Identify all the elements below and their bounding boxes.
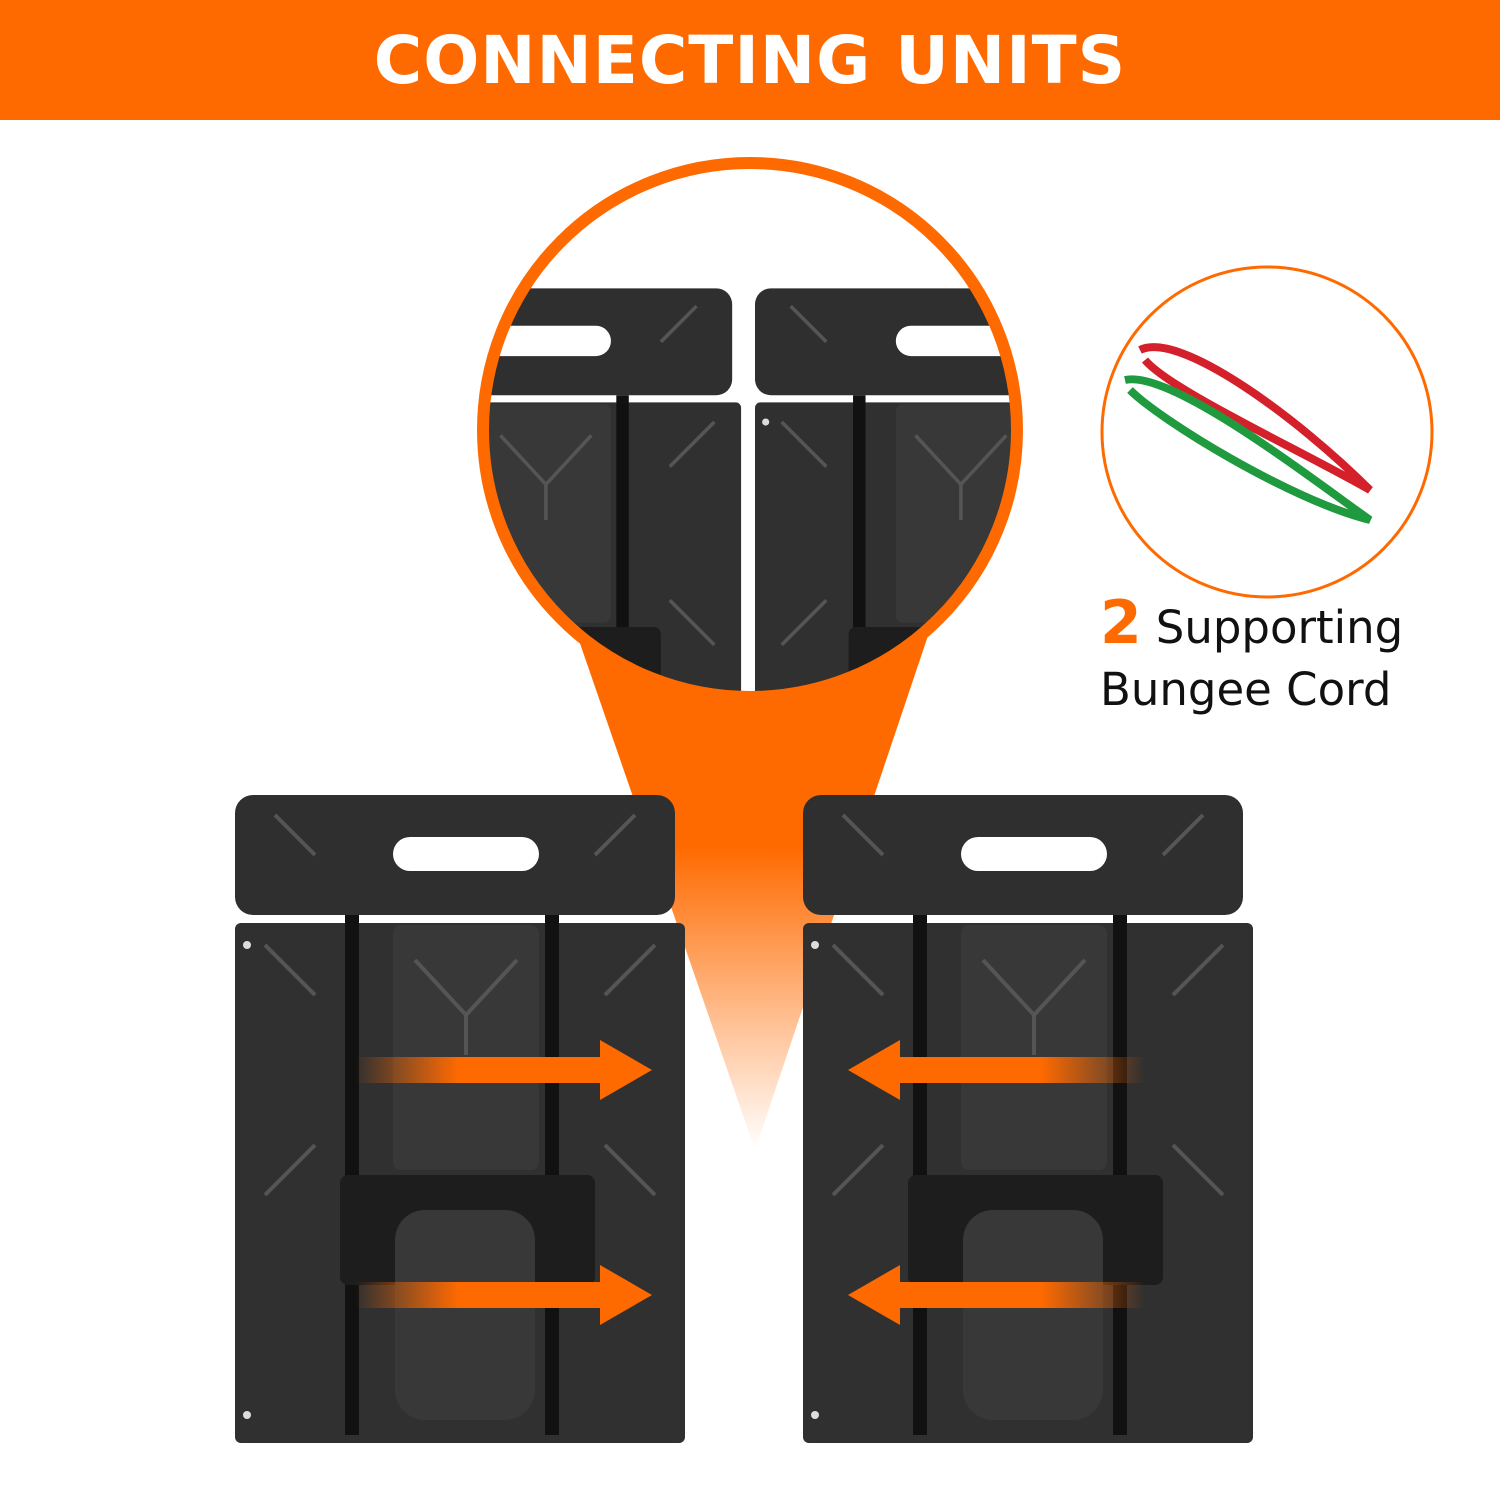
bungee-line1: Supporting xyxy=(1155,601,1404,654)
arrow-right-icon xyxy=(355,1040,652,1100)
cart-left xyxy=(235,795,687,1445)
arrow-left-icon xyxy=(848,1040,1145,1100)
red-cord-icon xyxy=(1138,343,1373,494)
page-title: CONNECTING UNITS xyxy=(373,21,1127,99)
green-cord-icon xyxy=(1124,375,1373,524)
cart-right xyxy=(803,795,1255,1445)
zoom-cone xyxy=(565,600,940,1150)
bungee-count: 2 xyxy=(1100,588,1142,658)
arrow-right-icon xyxy=(355,1265,652,1325)
title-banner: CONNECTING UNITS xyxy=(0,0,1500,120)
zoom-detail-circle xyxy=(477,157,1023,703)
arrow-left-icon xyxy=(848,1265,1145,1325)
bungee-line2: Bungee Cord xyxy=(1100,663,1392,716)
bungee-cord-circle xyxy=(1100,265,1434,599)
